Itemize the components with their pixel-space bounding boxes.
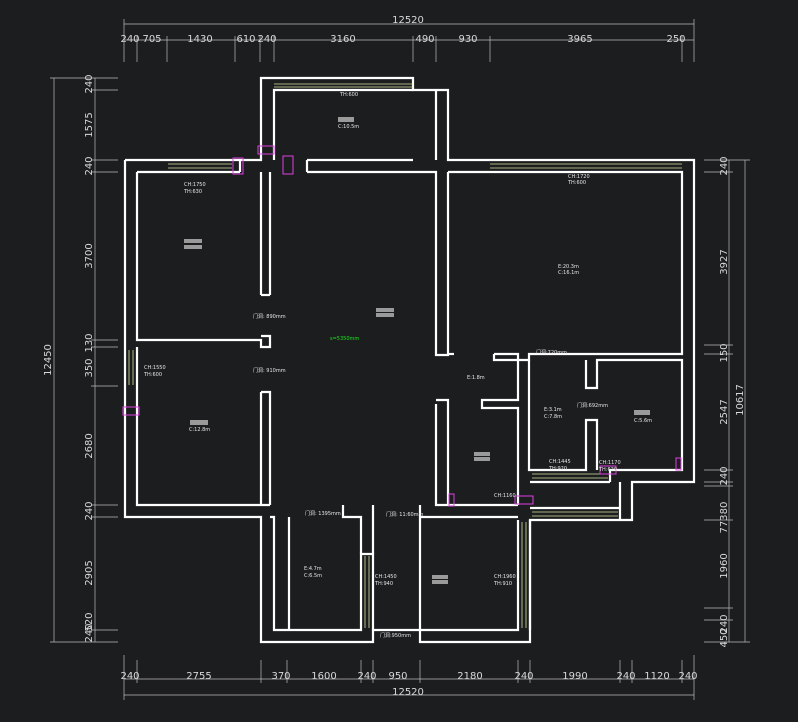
th910: TH:910 <box>493 581 512 587</box>
door-950: 门洞:950mm <box>380 632 411 639</box>
top-dim-6: 3160 <box>330 34 355 45</box>
bottom-dim-7: 2180 <box>457 671 482 682</box>
ch1160: CH:1160 <box>494 493 516 499</box>
top-room-c: C:10.5m <box>338 124 359 130</box>
left-total-dim: 12450 <box>43 344 54 376</box>
kitchen-e: E:4.7m <box>304 566 322 572</box>
e-1-8: E:1.8m <box>467 375 485 381</box>
right-dim-1: 240 <box>719 156 730 175</box>
kitchen-c: C:6.5m <box>304 573 322 579</box>
top-dim-2: 705 <box>142 34 161 45</box>
origin-marker: s=5350mm <box>330 336 359 342</box>
right-dim-9: 240 <box>719 614 730 633</box>
bottom-dim-1: 240 <box>120 671 139 682</box>
living-door-910: 门洞: 910mm <box>253 367 286 374</box>
left-dim-2: 1575 <box>84 112 95 137</box>
master-th: TH:600 <box>567 180 586 186</box>
right-dimension-lines <box>704 159 750 643</box>
bed2-ch: CH:1550 <box>144 365 166 371</box>
master-c: C:16.1m <box>558 270 579 276</box>
bottom-dimension-lines <box>123 655 695 700</box>
door-1395: 门洞: 1395mm <box>305 510 341 517</box>
left-dim-1: 240 <box>84 74 95 93</box>
left-dimension-lines <box>50 77 118 643</box>
th620: TH:620 <box>598 467 617 473</box>
bath-e: E:3.1m <box>544 407 562 413</box>
master-ch: CH:1720 <box>568 174 590 180</box>
bottom-dim-5: 240 <box>357 671 376 682</box>
bed2-th: TH:600 <box>143 372 162 378</box>
bottom-dim-11: 1120 <box>644 671 669 682</box>
bottom-dim-9: 1990 <box>562 671 587 682</box>
living-door-890: 门洞: 890mm <box>253 313 286 320</box>
windows <box>128 83 682 628</box>
ch1960: CH:1960 <box>494 574 516 580</box>
left-dim-11: 520 <box>84 612 95 631</box>
th940: TH:940 <box>374 581 393 587</box>
c-5-6: C:5.6m <box>634 418 652 424</box>
right-total-dim: 10617 <box>735 384 746 416</box>
bottom-dim-8: 240 <box>514 671 533 682</box>
door-1160: 门洞: 11:60mm <box>386 511 424 518</box>
top-room-th: TH:600 <box>339 92 358 98</box>
bottom-dim-2: 2755 <box>186 671 211 682</box>
left-dim-6: 350 <box>84 358 95 377</box>
bed1-ch: CH:1750 <box>184 182 206 188</box>
top-dim-8: 930 <box>458 34 477 45</box>
bath-door-692: 门洞:692mm <box>577 402 608 409</box>
right-dim-7: 773 <box>719 514 730 533</box>
bath-c: C:7.8m <box>544 414 562 420</box>
th920: TH:920 <box>548 466 567 472</box>
bottom-dim-6: 950 <box>388 671 407 682</box>
bottom-total-dim: 12520 <box>392 687 424 698</box>
left-dim-5: 130 <box>84 333 95 352</box>
top-dim-9: 3965 <box>567 34 592 45</box>
left-dim-9: 2905 <box>84 560 95 585</box>
top-dim-1: 240 <box>120 34 139 45</box>
left-dim-8: 240 <box>84 501 95 520</box>
master-e: E:20.3m <box>558 264 579 270</box>
ch1170: CH:1170 <box>599 460 621 466</box>
bottom-dim-10: 240 <box>616 671 635 682</box>
walls <box>123 76 696 644</box>
bottom-dim-12: 240 <box>678 671 697 682</box>
hall-door-720: 门洞:720mm <box>536 349 567 356</box>
top-total-dim: 12520 <box>392 15 424 26</box>
right-dim-6: 80 <box>719 502 730 515</box>
right-dim-10: 450 <box>719 628 730 647</box>
bottom-dim-3: 370 <box>271 671 290 682</box>
top-dim-3: 1430 <box>187 34 212 45</box>
left-dim-3: 240 <box>84 156 95 175</box>
bottom-dim-4: 1600 <box>311 671 336 682</box>
top-dimension-lines <box>123 19 695 62</box>
ch1450: CH:1450 <box>375 574 397 580</box>
right-dim-5: 240 <box>719 466 730 485</box>
left-dim-4: 3700 <box>84 243 95 268</box>
right-dim-8: 1960 <box>719 553 730 578</box>
left-dim-10: 240 <box>84 623 95 642</box>
ch1445: CH:1445 <box>549 459 571 465</box>
fixture-symbols <box>122 145 682 507</box>
right-dim-3: 150 <box>719 343 730 362</box>
top-dim-5: 240 <box>257 34 276 45</box>
label-blocks <box>184 117 650 584</box>
right-dim-4: 2547 <box>719 399 730 424</box>
top-dim-4: 610 <box>236 34 255 45</box>
right-dim-2: 3927 <box>719 249 730 274</box>
bed1-th: TH:630 <box>183 189 202 195</box>
top-dim-10: 250 <box>666 34 685 45</box>
top-dim-7: 490 <box>415 34 434 45</box>
bed2-c: C:12.8m <box>189 427 210 433</box>
left-dim-7: 2680 <box>84 433 95 458</box>
